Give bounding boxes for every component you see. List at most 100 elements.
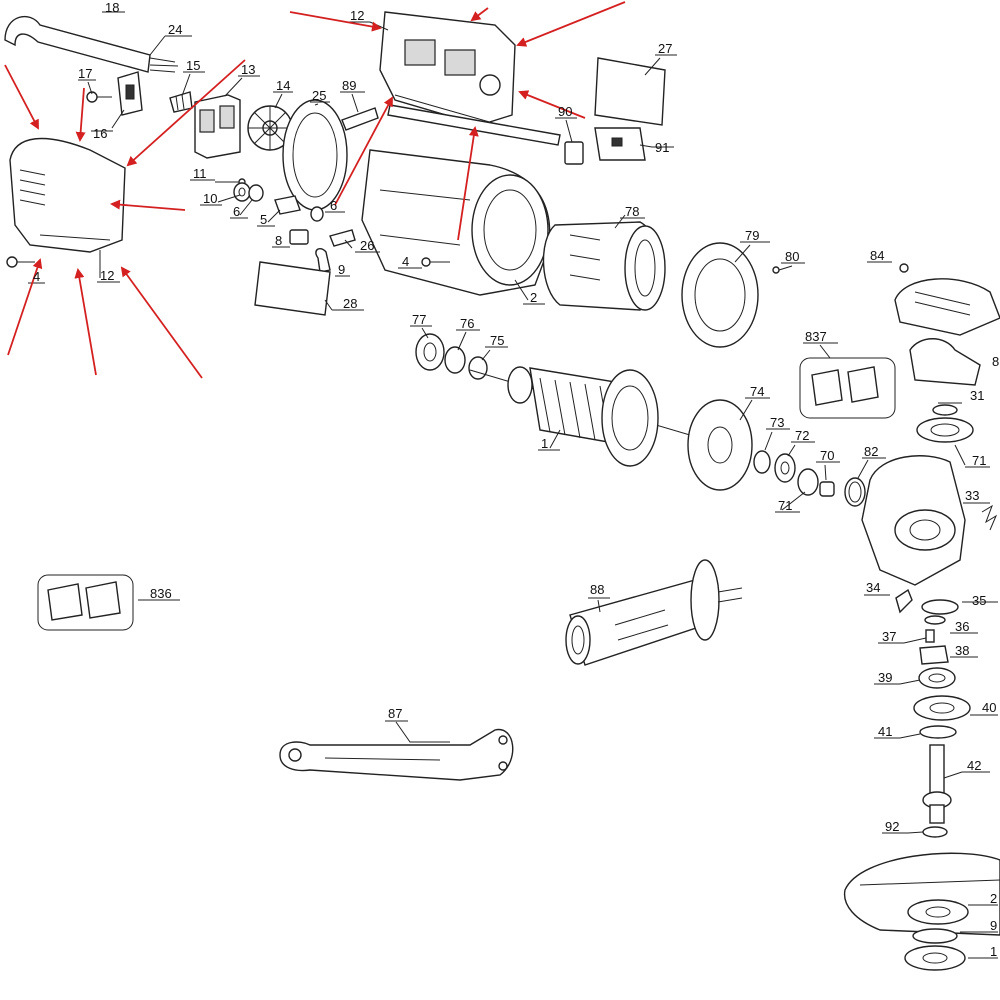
lock-button-part [564,141,584,165]
label-9: 9 [338,262,345,277]
label-79: 79 [745,228,759,243]
pin-37-part [925,629,935,643]
label-92: 92 [885,819,899,834]
bearing-40-part [913,695,971,721]
pin-34-part [895,588,913,614]
label-88: 88 [590,582,604,597]
nut-70-part [819,481,835,497]
rear-housing-part [9,137,126,253]
label-75: 75 [490,333,504,348]
screw-17-part [86,91,112,103]
label-70: 70 [820,448,834,463]
brush-holder-part [274,195,301,215]
label-37: 37 [882,629,896,644]
label-89: 89 [342,78,356,93]
label-80: 80 [785,249,799,264]
label-41: 41 [878,724,892,739]
label-17: 17 [78,66,92,81]
label-15: 15 [186,58,200,73]
label-25: 25 [312,88,326,103]
side-handle-part [565,559,743,666]
label-90: 90 [558,104,572,119]
flange-2-bottom-part [907,899,969,925]
bearing-71-mid-part [797,468,819,496]
label-31: 31 [970,388,984,403]
label-plate-27-part [594,57,666,126]
label-18: 18 [105,0,119,15]
switch-rod-part [387,104,561,146]
label-2: 2 [530,290,537,305]
spacer-72-part [774,453,796,483]
clip-15-part [169,91,193,113]
ring-77-part [415,333,445,371]
part-labels: 18 24 17 15 16 13 14 25 89 12 27 90 91 1… [33,0,999,959]
armature-part [469,366,701,467]
washer-41-part [919,725,957,739]
ring-6-left-part [248,184,264,202]
label-77: 77 [412,312,426,327]
field-coil-part [542,221,666,311]
label-plate-28-part [254,261,331,316]
screw-4-left-part [6,256,35,268]
label-6-mid: 6 [330,198,337,213]
label-71-right: 71 [972,453,986,468]
label-12-top: 12 [350,8,364,23]
washer-73-part [753,450,771,474]
gear-39-part [918,667,956,689]
bearing-plate-part [681,242,759,348]
carbon-brush-part [289,229,309,245]
spanner-wrench-part [279,729,514,781]
label-73: 73 [770,415,784,430]
flange-74-part [687,399,753,491]
label-72: 72 [795,428,809,443]
label-78: 78 [625,204,639,219]
ring-35-part [921,599,959,615]
label-84: 84 [870,248,884,263]
label-14: 14 [276,78,290,93]
label-34: 34 [866,580,880,595]
baffle-ring-part [282,99,348,211]
label-4-left: 4 [33,269,40,284]
red-arrows [4,1,626,379]
label-8-right: 8 [992,354,999,369]
screw-4-mid-part [421,257,450,267]
label-27: 27 [658,41,672,56]
spindle-lock-part [919,645,949,665]
nut-1-bottom-part [904,945,966,971]
label-35: 35 [972,593,986,608]
label-33: 33 [965,488,979,503]
screw-80-part [772,265,793,274]
gasket-right-part [909,338,981,386]
label-9-bottom: 9 [990,918,997,933]
label-13: 13 [241,62,255,77]
ring-75-part [468,356,488,380]
label-2-bottom: 2 [990,891,997,906]
gear-case-part [861,455,966,586]
washer-9-bottom-part [912,928,958,944]
label-40: 40 [982,700,996,715]
label-82: 82 [864,444,878,459]
label-76: 76 [460,316,474,331]
label-16: 16 [93,126,107,141]
label-42: 42 [967,758,981,773]
label-24: 24 [168,22,182,37]
label-837: 837 [805,329,827,344]
label-28: 28 [343,296,357,311]
label-36: 36 [955,619,969,634]
label-10: 10 [203,191,217,206]
label-4-mid: 4 [402,254,409,269]
spindle-part [922,744,952,824]
ring-6-mid-part [310,206,324,222]
brush-kit-836-part [37,574,134,631]
label-91: 91 [655,140,669,155]
insulator-strip-part [341,107,379,131]
brush-spring-part [329,229,356,247]
label-1: 1 [541,436,548,451]
label-836: 836 [150,586,172,601]
label-6-left: 6 [233,204,240,219]
spring-33-part [981,504,998,531]
label-8: 8 [275,233,282,248]
leader-lines [28,11,998,959]
top-housing-half-part [379,11,516,126]
gear-case-cover-part [894,263,1000,336]
